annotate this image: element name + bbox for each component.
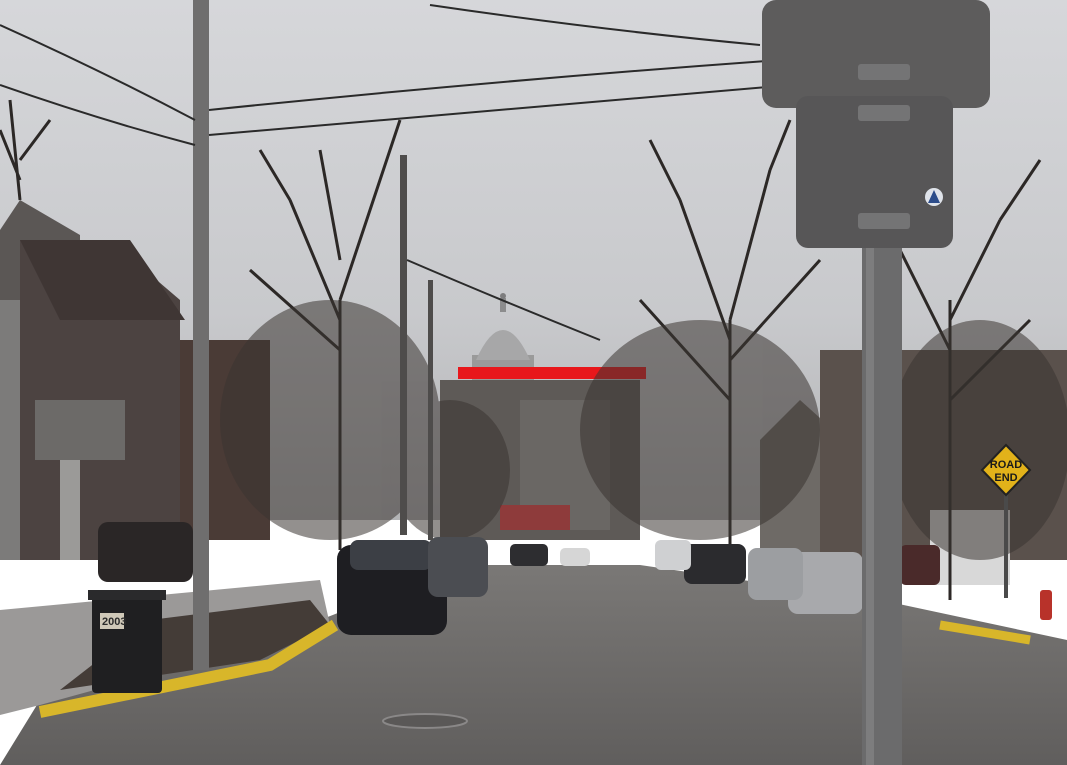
trash-bin-label: 2003 xyxy=(102,616,126,628)
sign-back-upper xyxy=(762,0,990,108)
tree-canopy xyxy=(220,300,1067,560)
left-houses xyxy=(0,200,270,560)
parked-cars xyxy=(98,522,940,635)
utility-pole-mid xyxy=(400,155,407,535)
right-curb-yellow xyxy=(939,620,1031,645)
road xyxy=(0,565,1067,765)
fire-hydrant xyxy=(1040,590,1052,620)
trash-bin: 2003 xyxy=(88,590,166,693)
manhole-cover xyxy=(382,713,468,729)
utility-pole-far xyxy=(428,280,433,540)
left-curb-yellow xyxy=(38,619,339,718)
power-lines xyxy=(0,4,791,341)
utility-pole-left xyxy=(193,0,209,670)
road-sign-line1: ROAD xyxy=(990,459,1022,471)
sign-back-lower xyxy=(796,96,953,248)
road-sign-line2: END xyxy=(994,472,1017,484)
road-end-sign: ROAD END xyxy=(980,443,1032,598)
